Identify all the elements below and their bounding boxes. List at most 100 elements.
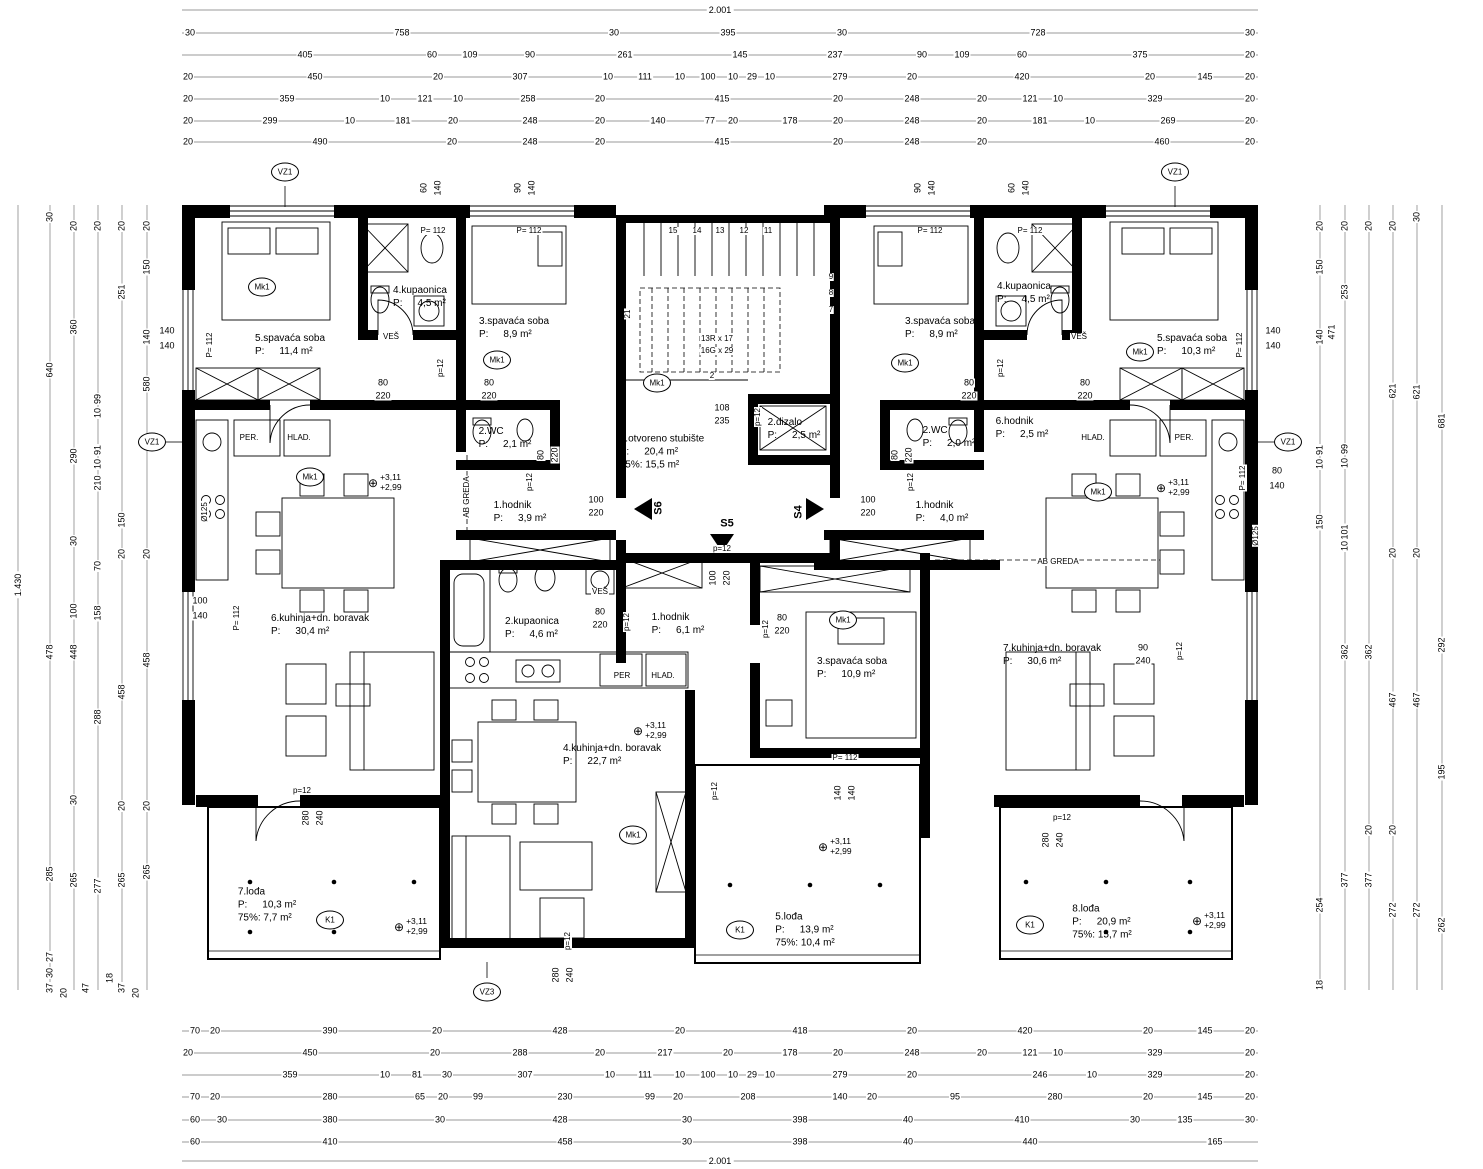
dim-label: 20 <box>208 1091 222 1102</box>
dim-label: 80 <box>1078 377 1092 388</box>
dim-label: 20 <box>431 71 445 82</box>
room-area: P: 13,9 m² <box>775 924 834 936</box>
annotation-label: 2 <box>708 371 716 380</box>
dim-label: 10 <box>726 71 740 82</box>
dim-label: 81 <box>410 1069 424 1080</box>
dim-label: 458 <box>116 683 127 701</box>
room-name: 1.hodnik <box>651 612 690 623</box>
dim-label: 20 <box>181 71 195 82</box>
dim-label: 10 <box>673 1069 687 1080</box>
annotation-label: P= 112 <box>232 604 241 632</box>
dim-label: 248 <box>903 1047 921 1058</box>
dim-label: 20 <box>116 547 127 561</box>
dim-label: 10 <box>763 71 777 82</box>
annotation-label: VEŠ <box>1069 332 1089 341</box>
dim-label: 20 <box>141 219 152 233</box>
dim-label: 20 <box>92 219 103 233</box>
dim-label: 10 <box>726 1069 740 1080</box>
room-area: P: 4,0 m² <box>915 513 969 524</box>
dim-label: 140 <box>649 115 667 126</box>
elevation-mark: ⊕+3,11+2,99 <box>1192 910 1226 931</box>
overall-dim-top: 2.001 <box>706 5 734 15</box>
room-name: 5.spavaća soba <box>254 333 326 344</box>
dim-label: 220 <box>587 507 605 518</box>
dim-label: 20 <box>1143 71 1157 82</box>
dim-label: 121 <box>416 93 434 104</box>
dim-label: 47 <box>80 981 91 995</box>
dim-label: 265 <box>68 871 79 889</box>
room-area: P: 10,3 m² <box>237 899 297 911</box>
annotation-label: AB GREDA <box>1036 557 1080 566</box>
dim-label: 20 <box>1363 823 1374 837</box>
room-name: 5.spavaća soba <box>1156 333 1228 344</box>
dim-label: 10 <box>1051 93 1065 104</box>
dim-label: 99 <box>643 1091 657 1102</box>
dim-label: 100 <box>707 569 718 587</box>
dim-label: 220 <box>549 446 560 464</box>
dim-label: 728 <box>1029 27 1047 38</box>
annotation-label: 16G x 29 <box>699 346 735 355</box>
dim-label: 10 <box>1339 456 1350 470</box>
dim-label: 290 <box>68 447 79 465</box>
dim-label: 150 <box>1314 258 1325 276</box>
dim-label: 90 <box>523 49 537 60</box>
dim-label: 280 <box>1040 831 1051 849</box>
dim-label: 758 <box>393 27 411 38</box>
dim-label: 380 <box>321 1114 339 1125</box>
room-name: 8.lođa <box>1072 903 1100 915</box>
room-area: P: 2,0 m² <box>922 438 976 449</box>
room-name: 6.hodnik <box>995 416 1034 427</box>
dim-label: 121 <box>1021 93 1039 104</box>
reference-marker: Mk1 <box>1126 342 1154 362</box>
dim-label: 80 <box>482 377 496 388</box>
dim-label: 140 <box>1268 480 1286 491</box>
room-name: 1.hodnik <box>493 500 532 511</box>
dim-label: 91 <box>92 443 103 457</box>
dim-label: 60 <box>418 181 429 195</box>
reference-marker: VZ1 <box>1161 162 1189 182</box>
dim-label: 30 <box>680 1114 694 1125</box>
dim-label: 251 <box>116 283 127 301</box>
dim-label: 428 <box>551 1025 569 1036</box>
dim-label: 450 <box>301 1047 319 1058</box>
room-area: P: 10,9 m² <box>816 669 876 680</box>
dim-label: 145 <box>1196 71 1214 82</box>
dim-label: 471 <box>1326 323 1337 341</box>
dim-label: 240 <box>1054 831 1065 849</box>
dim-label: 70 <box>92 559 103 573</box>
reference-marker: Mk1 <box>829 610 857 630</box>
dim-label: 20 <box>721 1047 735 1058</box>
dim-label: 29 <box>745 1069 759 1080</box>
room-name: 1.hodnik <box>915 500 954 511</box>
dim-label: 80 <box>376 377 390 388</box>
elevation-mark: ⊕+3,11+2,99 <box>633 720 667 741</box>
annotation-label: p=12 <box>563 930 572 952</box>
dim-label: 178 <box>781 1047 799 1058</box>
elevation-values: +3,11+2,99 <box>380 472 402 492</box>
annotation-label: VEŠ <box>590 587 610 596</box>
dim-label: 20 <box>116 799 127 813</box>
dim-label: 140 <box>526 179 537 197</box>
dim-label: 621 <box>1387 382 1398 400</box>
dim-label: 10 <box>1085 1069 1099 1080</box>
dim-label: 360 <box>68 318 79 336</box>
dim-label: 20 <box>181 1047 195 1058</box>
dim-label: 681 <box>1436 412 1447 430</box>
dim-label: 195 <box>1436 763 1447 781</box>
dim-label: 467 <box>1387 691 1398 709</box>
elevation-icon: ⊕ <box>368 476 379 490</box>
dim-label: 90 <box>915 49 929 60</box>
annotation-label: p=12 <box>711 544 733 553</box>
elevation-icon: ⊕ <box>1156 481 1167 495</box>
room-name: 2.dizalo <box>767 417 803 428</box>
dim-label: 30 <box>1128 1114 1142 1125</box>
dim-label: 60 <box>425 49 439 60</box>
dim-label: 90 <box>1136 642 1150 653</box>
dim-label: 10 <box>378 93 392 104</box>
room-area: P: 3,9 m² <box>493 513 547 524</box>
room-area: P: 10,3 m² <box>1156 346 1216 357</box>
elevation-icon: ⊕ <box>818 840 829 854</box>
annotation-label: HLAD. <box>286 433 312 442</box>
dim-label: 80 <box>775 612 789 623</box>
dim-label: 448 <box>68 643 79 661</box>
